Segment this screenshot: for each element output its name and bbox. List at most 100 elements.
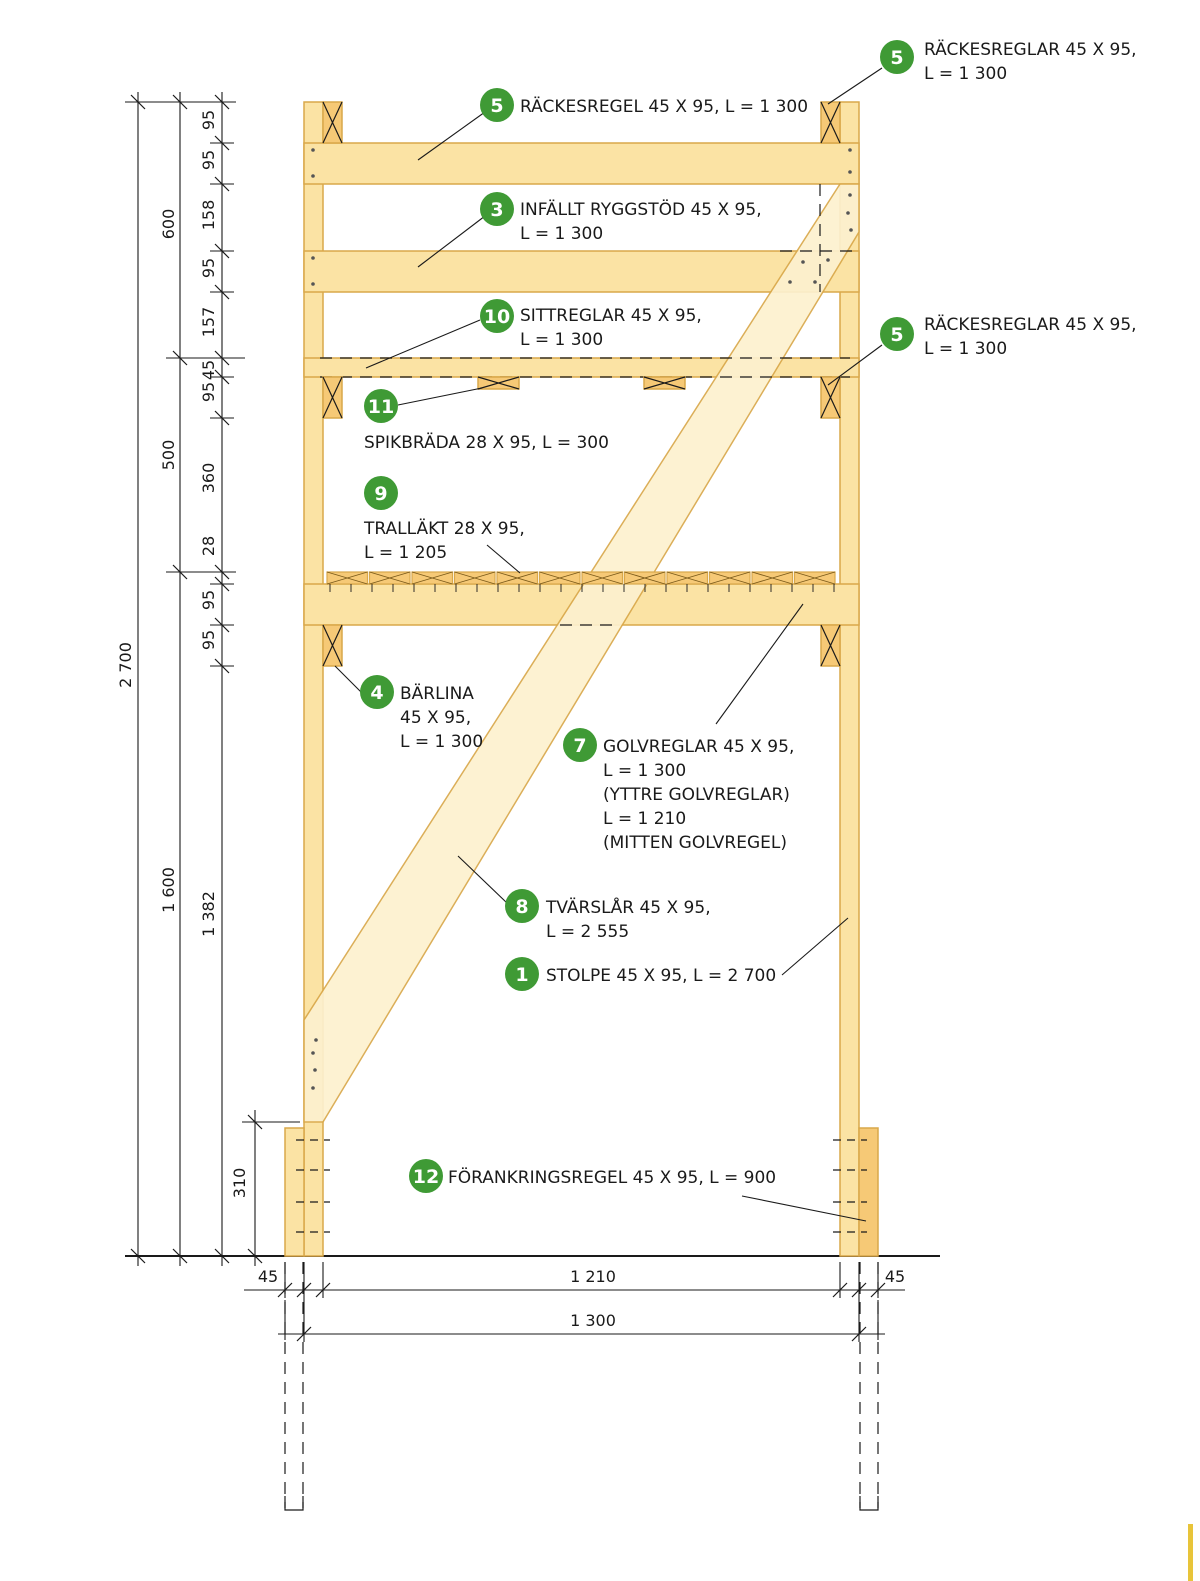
svg-text:FÖRANKRINGSREGEL 45 X 95, L =: FÖRANKRINGSREGEL 45 X 95, L = 900 — [448, 1166, 776, 1188]
svg-text:5: 5 — [490, 95, 503, 117]
svg-text:TVÄRSLÅR 45 X 95,: TVÄRSLÅR 45 X 95, — [545, 896, 711, 918]
svg-text:158: 158 — [199, 200, 218, 231]
leader-lines — [334, 67, 883, 1222]
svg-text:SITTREGLAR 45 X 95,: SITTREGLAR 45 X 95, — [520, 306, 702, 326]
svg-text:L = 1 300: L = 1 300 — [520, 224, 603, 244]
post-right — [839, 101, 860, 1257]
brace-dots — [311, 148, 853, 1090]
deck-batten-cross — [411, 571, 453, 585]
svg-text:3: 3 — [490, 199, 503, 221]
callout-8: 8 TVÄRSLÅR 45 X 95, L = 2 555 — [505, 889, 711, 942]
dim-anchor-height: 310 — [230, 1168, 249, 1199]
svg-text:L = 1 300: L = 1 300 — [603, 761, 686, 781]
svg-text:4: 4 — [370, 682, 383, 704]
callout-11: 11 SPIKBRÄDA 28 X 95, L = 300 — [364, 389, 609, 453]
deck-batten-cross — [666, 571, 708, 585]
callout-3: 3 INFÄLLT RYGGSTÖD 45 X 95, L = 1 300 — [480, 192, 762, 244]
svg-text:5: 5 — [890, 47, 903, 69]
diagonal-brace — [303, 183, 860, 1123]
svg-text:1 382: 1 382 — [199, 891, 218, 937]
svg-text:5: 5 — [890, 324, 903, 346]
svg-text:L = 1 300: L = 1 300 — [400, 732, 483, 752]
deck-batten-cross — [709, 571, 751, 585]
svg-text:12: 12 — [413, 1166, 439, 1188]
svg-text:157: 157 — [199, 307, 218, 338]
foundation-left — [284, 1262, 304, 1511]
dim-inner-column: 95 95 158 95 157 95 45 360 28 95 95 1 38… — [199, 110, 218, 937]
svg-text:RÄCKESREGLAR 45 X 95,: RÄCKESREGLAR 45 X 95, — [924, 314, 1137, 335]
nail-board-1 — [477, 376, 520, 390]
back-rest-rail — [303, 250, 860, 293]
svg-text:45: 45 — [199, 360, 218, 380]
hidden-lines — [320, 184, 860, 626]
top-rail — [303, 142, 860, 185]
svg-text:SPIKBRÄDA 28 X 95, L = 300: SPIKBRÄDA 28 X 95, L = 300 — [364, 432, 609, 453]
deck-batten-cross — [624, 571, 666, 585]
svg-text:1: 1 — [515, 964, 528, 986]
svg-text:360: 360 — [199, 463, 218, 494]
svg-text:95: 95 — [199, 590, 218, 610]
callout-12: 12 FÖRANKRINGSREGEL 45 X 95, L = 900 — [409, 1159, 776, 1193]
dim-outer-column: 600 500 1 600 — [159, 209, 178, 913]
svg-text:L = 1 300: L = 1 300 — [924, 339, 1007, 359]
svg-text:STOLPE 45 X 95, L = 2 700: STOLPE 45 X 95, L = 2 700 — [546, 966, 776, 986]
anchor-board-right — [858, 1127, 879, 1257]
horizontal-dimension-ticks — [277, 1282, 886, 1342]
svg-text:L = 1 205: L = 1 205 — [364, 543, 447, 563]
callout-10: 10 SITTREGLAR 45 X 95, L = 1 300 — [480, 299, 702, 350]
callout-7: 7 GOLVREGLAR 45 X 95, L = 1 300 (YTTRE G… — [563, 728, 794, 853]
dim-outer-width: 1 300 — [570, 1311, 616, 1330]
svg-text:1 600: 1 600 — [159, 867, 178, 913]
anchor-board-left — [284, 1127, 305, 1257]
svg-text:L = 1 210: L = 1 210 — [603, 809, 686, 829]
svg-text:10: 10 — [484, 306, 510, 328]
page-edge-marker — [1188, 1524, 1193, 1581]
svg-text:310: 310 — [230, 1168, 249, 1199]
callout-9: 9 TRALLÄKT 28 X 95, L = 1 205 — [363, 476, 525, 563]
anchor-bolts — [296, 1139, 867, 1233]
deck-batten-cross — [454, 571, 496, 585]
block-top-left — [322, 101, 343, 144]
deck-batten-cross — [539, 571, 581, 585]
post-left — [303, 101, 324, 1257]
svg-text:600: 600 — [159, 209, 178, 240]
block-seat-left — [322, 376, 343, 419]
deck-batten-cross — [496, 571, 538, 585]
callout-1: 1 STOLPE 45 X 95, L = 2 700 — [505, 957, 776, 991]
svg-text:45 X 95,: 45 X 95, — [400, 708, 471, 728]
svg-text:RÄCKESREGEL 45 X 95, L = 1 300: RÄCKESREGEL 45 X 95, L = 1 300 — [520, 96, 808, 117]
svg-text:TRALLÄKT 28 X 95,: TRALLÄKT 28 X 95, — [363, 518, 525, 539]
svg-text:95: 95 — [199, 630, 218, 650]
svg-text:GOLVREGLAR 45 X 95,: GOLVREGLAR 45 X 95, — [603, 737, 794, 757]
foundation-right — [859, 1262, 879, 1511]
svg-text:(YTTRE GOLVREGLAR): (YTTRE GOLVREGLAR) — [603, 785, 790, 805]
svg-text:8: 8 — [515, 896, 528, 918]
deck-batten-cross — [369, 571, 411, 585]
deck-batten-cross — [751, 571, 793, 585]
block-floor-left — [322, 624, 343, 667]
dim-bottom-left: 45 — [258, 1267, 278, 1286]
dim-inner-width: 1 210 — [570, 1267, 616, 1286]
svg-text:95: 95 — [199, 258, 218, 278]
dimension-ticks — [126, 94, 267, 1264]
svg-text:L = 1 300: L = 1 300 — [924, 64, 1007, 84]
svg-text:500: 500 — [159, 440, 178, 471]
svg-text:28: 28 — [199, 536, 218, 556]
svg-text:INFÄLLT RYGGSTÖD 45 X 95,: INFÄLLT RYGGSTÖD 45 X 95, — [520, 198, 762, 220]
callout-4: 4 BÄRLINA 45 X 95, L = 1 300 — [360, 675, 483, 752]
svg-text:95: 95 — [199, 382, 218, 402]
deck-battens — [326, 571, 836, 592]
block-seat-right — [820, 376, 841, 419]
deck-batten-cross — [794, 571, 836, 585]
callout-5-top-right: 5 RÄCKESREGLAR 45 X 95, L = 1 300 — [880, 39, 1137, 84]
svg-text:BÄRLINA: BÄRLINA — [400, 683, 474, 704]
svg-text:95: 95 — [199, 110, 218, 130]
svg-text:RÄCKESREGLAR 45 X 95,: RÄCKESREGLAR 45 X 95, — [924, 39, 1137, 60]
callout-5-top: 5 RÄCKESREGEL 45 X 95, L = 1 300 — [480, 88, 808, 122]
block-floor-right — [820, 624, 841, 667]
dim-total-height: 2 700 — [116, 642, 135, 688]
svg-text:L = 2 555: L = 2 555 — [546, 922, 629, 942]
deck-batten-cross — [326, 571, 368, 585]
svg-text:2 700: 2 700 — [116, 642, 135, 688]
